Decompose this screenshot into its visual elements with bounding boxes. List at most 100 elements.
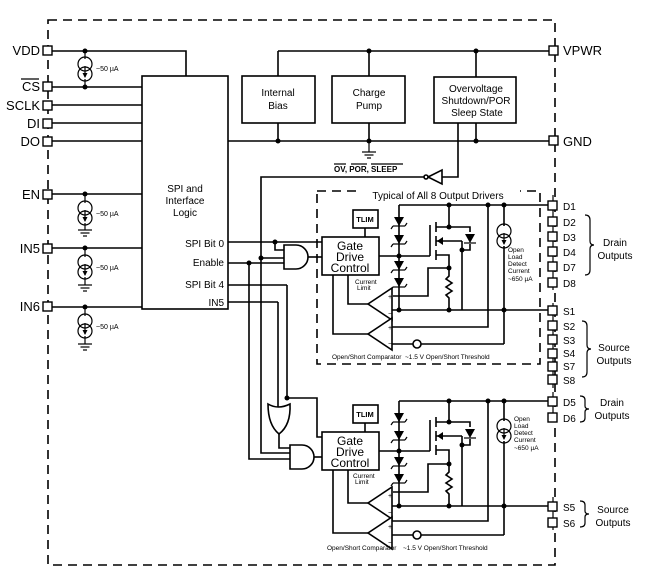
svg-text:Open: Open: [514, 416, 530, 423]
svg-text:Source: Source: [597, 505, 629, 516]
svg-text:Drain: Drain: [603, 238, 627, 249]
top-logic-wiring: [228, 239, 322, 303]
sense-resistor-icon: [444, 268, 454, 310]
svg-text:Drain: Drain: [600, 398, 624, 409]
typical-driver-label: Typical of All 8 Output Drivers: [372, 191, 503, 202]
internal-bias-block: Internal Bias: [241, 51, 316, 141]
current-source-in5: ~50 µA: [77, 245, 119, 292]
pin-s6-label: S6: [563, 519, 576, 530]
svg-text:TLIM: TLIM: [356, 410, 374, 419]
pin-s3-label: S3: [563, 336, 576, 347]
overvoltage-shutdown-block: Overvoltage Shutdown/POR Sleep State: [433, 51, 517, 178]
spi-interface-logic-block: SPI and Interface Logic SPI Bit 0 Enable…: [141, 75, 229, 310]
charge-pump-block: Charge Pump: [331, 51, 406, 141]
svg-text:Outputs: Outputs: [595, 518, 630, 529]
chip-boundary: [47, 19, 556, 566]
current-limit-comparator-bottom: [366, 485, 393, 521]
svg-text:Outputs: Outputs: [596, 356, 631, 367]
gate-drive-control-bottom: Gate Drive Control: [321, 431, 380, 471]
pin-s4-label: S4: [563, 349, 576, 360]
pin-s1-label: S1: [563, 307, 576, 318]
svg-text:Load: Load: [514, 423, 529, 430]
pin-vdd-label: VDD: [13, 43, 40, 58]
pin-en-label: EN: [22, 187, 40, 202]
enable-label: Enable: [193, 258, 225, 269]
comparator-label: Open/Short Comparator: [327, 545, 397, 552]
open-load-current-source-icon: [496, 418, 512, 444]
pull-current-label: ~50 µA: [96, 66, 119, 73]
svg-text:+: +: [388, 524, 392, 531]
pin-do-label: DO: [21, 134, 41, 149]
ground-icon: [77, 229, 93, 237]
current-limit-comparator-top: [366, 286, 393, 322]
pin-in5-label: IN5: [20, 241, 40, 256]
left-wires: [52, 50, 187, 308]
svg-text:~650 µA: ~650 µA: [508, 276, 533, 283]
pin-gnd-label: GND: [563, 134, 592, 149]
pin-cs: [42, 81, 53, 92]
svg-text:Logic: Logic: [173, 208, 197, 219]
svg-text:Gate: Gate: [337, 239, 363, 253]
svg-text:Overvoltage: Overvoltage: [449, 84, 503, 95]
tlim-block-bottom: TLIM: [352, 404, 379, 432]
pin-d5-label: D5: [563, 398, 576, 409]
current-source-icon: [77, 313, 93, 339]
open-short-comparator-top: [366, 316, 393, 352]
open-load-current-source-icon: [496, 223, 512, 249]
comparator-label: Open/Short Comparator: [332, 354, 402, 361]
spi-bit4-label: SPI Bit 4: [185, 280, 224, 291]
pin-d1-label: D1: [563, 202, 576, 213]
pin-do: [42, 136, 53, 147]
svg-text:Control: Control: [331, 261, 370, 275]
svg-text:Limit: Limit: [355, 479, 369, 486]
pin-di-label: DI: [27, 116, 40, 131]
threshold-label: ~1.5 V Open/Short Threshold: [405, 354, 490, 361]
svg-text:−: −: [388, 311, 392, 318]
sense-resistor-icon: [444, 464, 454, 506]
current-source-en: ~50 µA: [77, 191, 119, 237]
svg-text:Shutdown/POR: Shutdown/POR: [442, 96, 511, 107]
svg-text:−: −: [388, 341, 392, 348]
or-gate-bottom: [267, 402, 291, 436]
svg-text:+: +: [388, 493, 392, 500]
body-diode-icon: [465, 234, 475, 243]
pin-in5: [42, 243, 53, 254]
svg-text:Bias: Bias: [268, 101, 287, 112]
pin-d4-label: D4: [563, 248, 576, 259]
right-pins-top: D1 D2 D3 D4 D7 D8 Drain Outputs S1 S2 S3…: [547, 195, 633, 388]
svg-text:−: −: [388, 540, 392, 547]
tlim-block-top: TLIM: [352, 209, 379, 237]
svg-text:Current: Current: [508, 268, 530, 275]
pin-d2-label: D2: [563, 218, 576, 229]
power-rails: [228, 48, 549, 159]
source-brace-top: [581, 320, 592, 378]
ov-por-sleep-inverter: OV, POR, SLEEP: [260, 163, 443, 255]
pin-s2-label: S2: [563, 322, 576, 333]
and-gate-bottom: [289, 444, 315, 470]
source-brace-bottom: [579, 500, 590, 528]
and-gate-top: [283, 244, 309, 270]
svg-text:TLIM: TLIM: [356, 215, 374, 224]
svg-text:Internal: Internal: [261, 88, 294, 99]
svg-text:~650 µA: ~650 µA: [514, 445, 539, 452]
svg-text:Outputs: Outputs: [597, 251, 632, 262]
ground-icon: [77, 343, 93, 351]
pin-gnd: [548, 135, 559, 146]
pin-s7-label: S7: [563, 362, 576, 373]
threshold-label: ~1.5 V Open/Short Threshold: [403, 545, 488, 552]
bottom-logic-wiring: [248, 255, 322, 470]
pin-d3-label: D3: [563, 233, 576, 244]
pin-di: [42, 118, 53, 129]
pull-current-label: ~50 µA: [96, 265, 119, 272]
svg-text:Sleep State: Sleep State: [451, 108, 503, 119]
svg-text:Interface: Interface: [166, 196, 205, 207]
svg-text:Detect: Detect: [514, 430, 533, 437]
pin-sclk: [42, 100, 53, 111]
svg-text:Gate: Gate: [337, 434, 363, 448]
pin-d7-label: D7: [563, 263, 576, 274]
svg-text:Pump: Pump: [356, 101, 383, 112]
current-source-icon: [77, 254, 93, 280]
pull-current-label: ~50 µA: [96, 211, 119, 218]
current-source-icon: [77, 56, 93, 82]
